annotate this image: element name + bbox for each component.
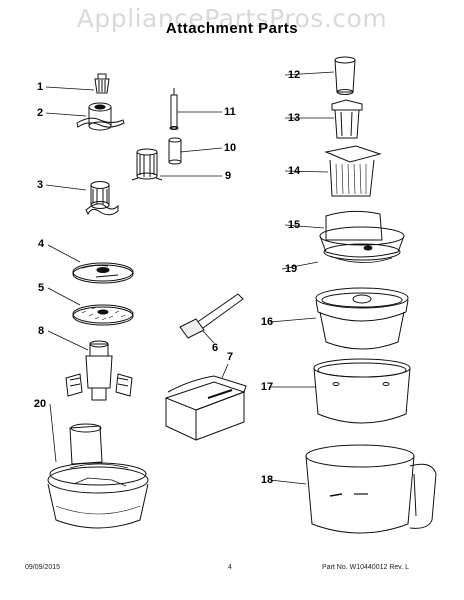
callout-6: 6 — [211, 342, 219, 354]
callout-16: 16 — [260, 316, 274, 328]
part-2-blade — [76, 102, 125, 131]
part-16-bowl — [315, 287, 409, 350]
part-3-mini-blade — [85, 181, 119, 216]
part-13-medium-pusher — [331, 99, 363, 139]
part-14-large-pusher — [324, 145, 382, 197]
callout-3: 3 — [36, 179, 44, 191]
footer-date: 09/09/2015 — [25, 564, 61, 571]
callout-1: 1 — [36, 81, 44, 93]
part-9-drive-shaft — [131, 148, 163, 181]
callout-18: 18 — [260, 474, 274, 486]
part-8-dicing-kit — [65, 340, 133, 401]
callout-7: 7 — [226, 351, 234, 363]
callout-15: 15 — [287, 219, 301, 231]
callout-12: 12 — [287, 69, 301, 81]
callout-11: 11 — [224, 106, 236, 118]
part-6-tool — [179, 293, 244, 339]
callout-4: 4 — [37, 238, 45, 250]
callout-9: 9 — [224, 170, 232, 182]
callout-5: 5 — [37, 282, 45, 294]
part-10-sleeve — [168, 137, 182, 165]
watermark: AppliancePartsPros.com — [76, 4, 388, 33]
part-1-adapter — [94, 73, 110, 94]
callout-14: 14 — [287, 165, 301, 177]
callout-8: 8 — [37, 325, 45, 337]
part-7-storage-case — [164, 375, 247, 441]
callout-13: 13 — [287, 112, 301, 124]
callout-2: 2 — [36, 107, 44, 119]
part-11-stem — [169, 88, 179, 130]
callout-19: 19 — [284, 263, 298, 275]
part-5-shredding-disc — [72, 304, 134, 326]
leader-lines — [45, 71, 335, 485]
part-18-work-bowl — [305, 444, 437, 534]
footer-page-number: 4 — [228, 564, 232, 571]
callout-17: 17 — [260, 381, 274, 393]
part-15-lid — [319, 210, 405, 263]
part-12-small-pusher — [334, 56, 356, 95]
callout-20: 20 — [33, 398, 47, 410]
part-17-mini-bowl — [313, 358, 411, 424]
callout-10: 10 — [223, 142, 237, 154]
footer-part-number: Part No. W10440012 Rev. L — [322, 564, 410, 571]
part-4-slicing-disc — [72, 262, 134, 284]
page-title: Attachment Parts — [165, 20, 299, 37]
part-20-assembly — [47, 423, 149, 529]
